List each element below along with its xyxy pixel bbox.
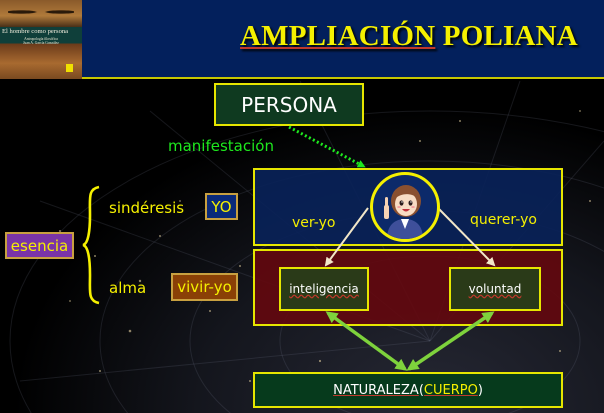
inteligencia-label: inteligencia [289,282,359,296]
mona-lisa-eyes [8,6,74,18]
person-pointing-icon [370,172,440,242]
title-word-ampliacion: AMPLIACIÓN [240,20,436,52]
ver-yo-label: ver-yo [292,215,336,231]
open-paren: ( [418,382,424,398]
persona-box: PERSONA [214,83,364,126]
yo-box: YO [205,193,238,220]
esencia-box: esencia [5,232,74,259]
querer-yo-label: querer-yo [470,212,537,228]
alma-label: alma [109,279,147,297]
title-word-poliana: POLIANA [435,20,578,52]
publisher-logo-icon [66,64,73,72]
star-grid-decoration [9,81,604,413]
naturaleza-box: NATURALEZA (CUERPO) [253,372,563,408]
voluntad-label: voluntad [468,282,522,296]
inteligencia-box: inteligencia [279,267,369,311]
slide-header: El hombre como persona Antropología filo… [0,0,604,79]
book-title: El hombre como persona [2,28,69,35]
naturaleza-label: NATURALEZA [333,382,419,398]
galaxy-background [0,81,604,413]
close-paren: ) [477,382,483,398]
book-cover-image: El hombre como persona Antropología filo… [0,0,82,79]
slide-title: AMPLIACIÓN POLIANA [240,20,578,53]
manifestation-label: manifestación [168,137,274,155]
voluntad-box: voluntad [449,267,541,311]
book-author: Juan A. García González [23,41,59,45]
book-subtitle-line1: Antropología filosófica [24,37,58,41]
vivir-yo-box: vivir-yo [171,273,238,301]
book-subtitle: Antropología filosófica Juan A. García G… [0,37,82,45]
cuerpo-label: CUERPO [423,382,478,398]
sinderesis-label: sindéresis [109,199,185,217]
